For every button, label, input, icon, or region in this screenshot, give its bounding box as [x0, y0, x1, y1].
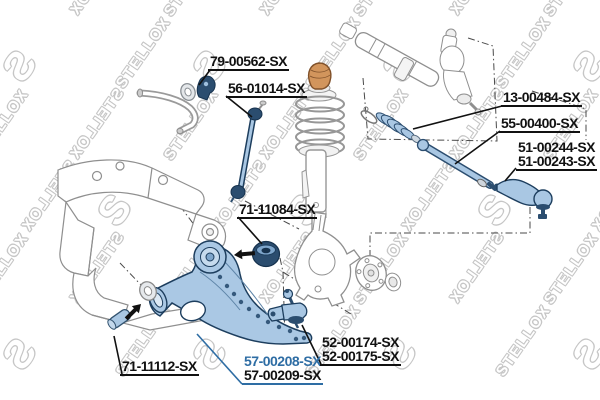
part-number: 71-11084-SX	[239, 201, 316, 217]
part-number: 55-00400-SX	[501, 115, 579, 131]
steering-boot-part	[360, 106, 421, 144]
part-number: 52-00175-SX	[322, 348, 400, 364]
part-number: 79-00562-SX	[210, 53, 288, 69]
stabilizer-bar-art	[136, 88, 199, 135]
part-label-13-00484: 13-00484-SX	[501, 89, 583, 107]
part-number: 52-00174-SX	[322, 334, 400, 350]
part-label-51-00244: 51-00244-SX 51-00243-SX	[516, 139, 598, 171]
part-number: 56-01014-SX	[228, 80, 306, 96]
highlight-leader-line	[196, 333, 243, 385]
steering-rack-art	[339, 22, 482, 116]
part-label-52-00174: 52-00174-SX 52-00175-SX	[320, 334, 402, 366]
part-label-71-11112: 71-11112-SX	[120, 359, 199, 376]
leader-lines	[113, 69, 517, 375]
part-label-55-00400: 55-00400-SX	[499, 115, 581, 133]
front-bushing-art	[139, 281, 157, 301]
arrow-left-icon	[234, 249, 256, 260]
part-number: 13-00484-SX	[503, 89, 581, 105]
stabilizer-link-part	[230, 100, 267, 203]
bump-stop-part	[307, 62, 332, 90]
part-label-71-11084: 71-11084-SX	[237, 201, 318, 219]
stabilizer-bracket-part	[180, 75, 216, 101]
part-label-79-00562: 79-00562-SX	[208, 53, 290, 71]
arrow-up-right-icon	[124, 304, 141, 321]
part-number: 51-00243-SX	[518, 153, 596, 169]
part-number: 51-00244-SX	[518, 139, 596, 155]
knuckle-hub-art	[293, 211, 402, 307]
part-number: 71-11112-SX	[122, 358, 197, 374]
part-label-57-00208: 57-00208-SX 57-00209-SX	[242, 353, 324, 385]
part-number: 57-00209-SX	[244, 367, 322, 383]
rear-bushing-part	[251, 240, 281, 268]
strut-art	[295, 83, 345, 218]
tie-rod-end-part	[493, 178, 553, 219]
sleeve-part	[107, 308, 132, 330]
part-label-56-01014: 56-01014-SX	[226, 80, 308, 98]
inner-tie-rod-part	[416, 138, 497, 191]
ball-joint-part	[267, 288, 308, 329]
part-number-link[interactable]: 57-00208-SX	[244, 353, 322, 369]
